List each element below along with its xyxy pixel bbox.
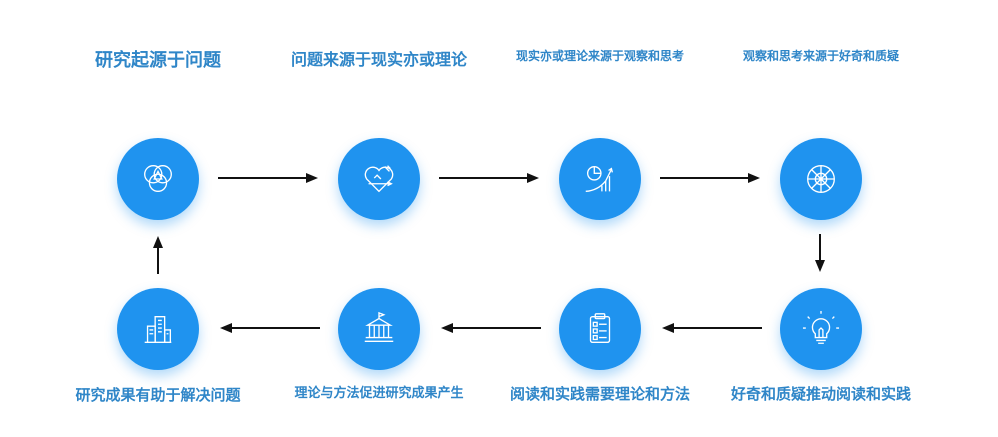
- label-solve-problem: 研究成果有助于解决问题: [75, 386, 241, 404]
- venn-diagram-icon: [144, 165, 172, 193]
- arrow-3-to-4: [660, 173, 760, 183]
- arrow-5-up: [153, 236, 163, 274]
- label-question-source: 问题来源于现实亦或理论: [290, 50, 468, 69]
- arrow-4-down: [815, 234, 825, 272]
- arrow-6-to-5: [220, 323, 320, 333]
- chart-growth-icon: [585, 165, 613, 193]
- node-observation-source: [780, 138, 862, 220]
- label-observation-source: 观察和思考来源于好奇和质疑: [742, 49, 900, 63]
- arrow-1-to-2: [218, 173, 318, 183]
- node-question-source: [338, 138, 420, 220]
- label-research-origin: 研究起源于问题: [95, 50, 221, 71]
- globe-network-icon: [807, 165, 835, 193]
- label-reality-theory-source: 现实亦或理论来源于观察和思考: [515, 49, 685, 63]
- clipboard-checklist-icon: [589, 313, 611, 343]
- label-theory-method: 理论与方法促进研究成果产生: [294, 386, 464, 401]
- node-solve-problem: [117, 288, 199, 370]
- heart-pencil-icon: [364, 165, 394, 193]
- city-buildings-icon: [144, 315, 172, 343]
- node-reading-practice: [559, 288, 641, 370]
- node-reality-theory-source: [559, 138, 641, 220]
- arrow-8-to-7: [662, 323, 762, 333]
- lightbulb-icon: [802, 310, 840, 344]
- arrow-2-to-3: [439, 173, 539, 183]
- label-curiosity-drive: 好奇和质疑推动阅读和实践: [730, 385, 912, 403]
- node-curiosity-drive: [780, 288, 862, 370]
- arrow-7-to-6: [441, 323, 541, 333]
- label-reading-practice: 阅读和实践需要理论和方法: [509, 385, 691, 403]
- node-research-origin: [117, 138, 199, 220]
- node-theory-method: [338, 288, 420, 370]
- institution-building-icon: [364, 311, 394, 343]
